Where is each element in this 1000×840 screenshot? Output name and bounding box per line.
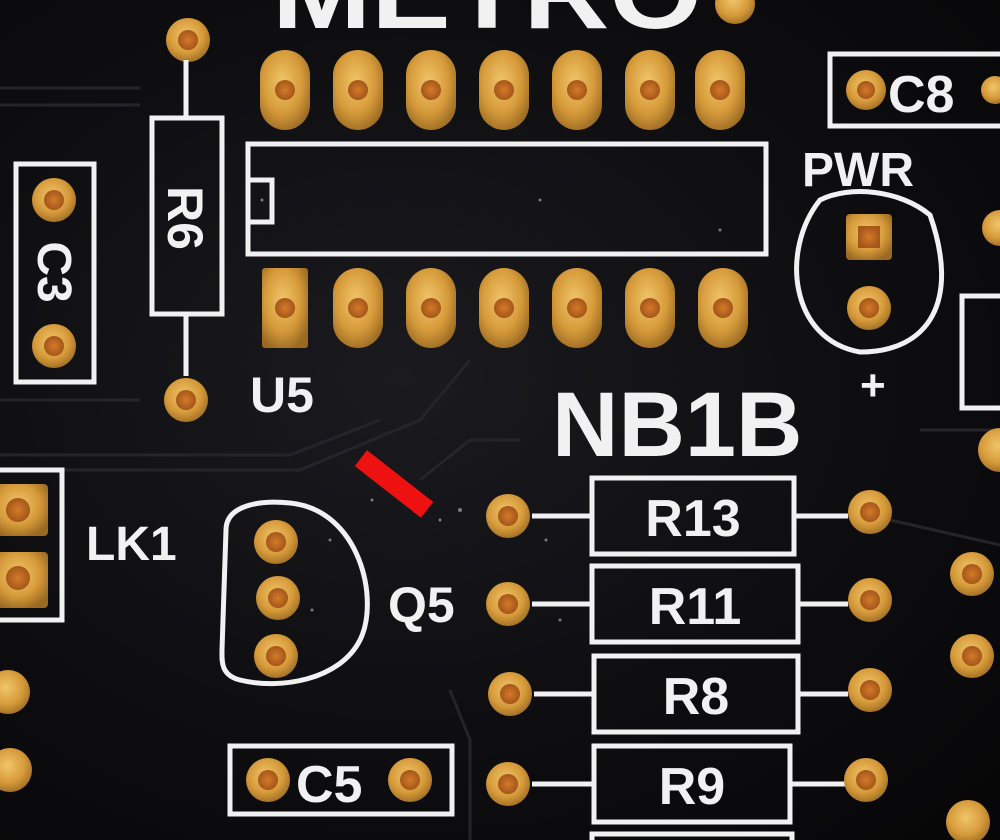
- u5-ic-outline: [245, 141, 769, 257]
- pwr-led: PWR +: [794, 144, 945, 410]
- dust-specks: [260, 198, 722, 622]
- left-edge-pad: [0, 670, 30, 714]
- q5-label: Q5: [388, 577, 455, 633]
- r6-resistor: R6: [149, 18, 225, 422]
- r9-label: R9: [659, 758, 725, 816]
- r11-label: R11: [649, 578, 742, 636]
- left-edge-pad: [0, 748, 32, 792]
- q5-transistor: Q5: [219, 499, 455, 687]
- c3-label: C3: [27, 241, 80, 302]
- u5-label: U5: [250, 367, 314, 423]
- bottom-partial-outline: [589, 831, 795, 840]
- c3-capacitor: C3: [13, 161, 97, 385]
- top-right-pad: [715, 0, 755, 24]
- pwr-label: PWR: [802, 144, 914, 197]
- right-edge-fragments: [946, 210, 1000, 840]
- c8-label: C8: [888, 66, 954, 124]
- lk1-link: LK1: [0, 467, 177, 623]
- r8-label: R8: [663, 668, 729, 726]
- red-marker: [354, 450, 434, 518]
- u5-pads-bottom: [262, 268, 748, 348]
- board-title-fragment: METRO: [272, 0, 702, 50]
- board-name: NB1B: [552, 374, 802, 476]
- r11-resistor: R11: [486, 563, 892, 645]
- c5-label: C5: [296, 756, 362, 814]
- r8-resistor: R8: [488, 653, 892, 735]
- lk1-label: LK1: [86, 518, 177, 571]
- plus-sign: +: [860, 361, 886, 410]
- c5-capacitor: C5: [227, 743, 455, 817]
- c8-capacitor: C8: [827, 51, 1000, 129]
- r13-label: R13: [645, 490, 740, 548]
- mask-traces: [0, 86, 1000, 840]
- u5-pads-top: [260, 50, 745, 130]
- r9-resistor: R9: [486, 743, 888, 825]
- r6-label: R6: [157, 186, 213, 250]
- r13-resistor: R13: [486, 475, 892, 557]
